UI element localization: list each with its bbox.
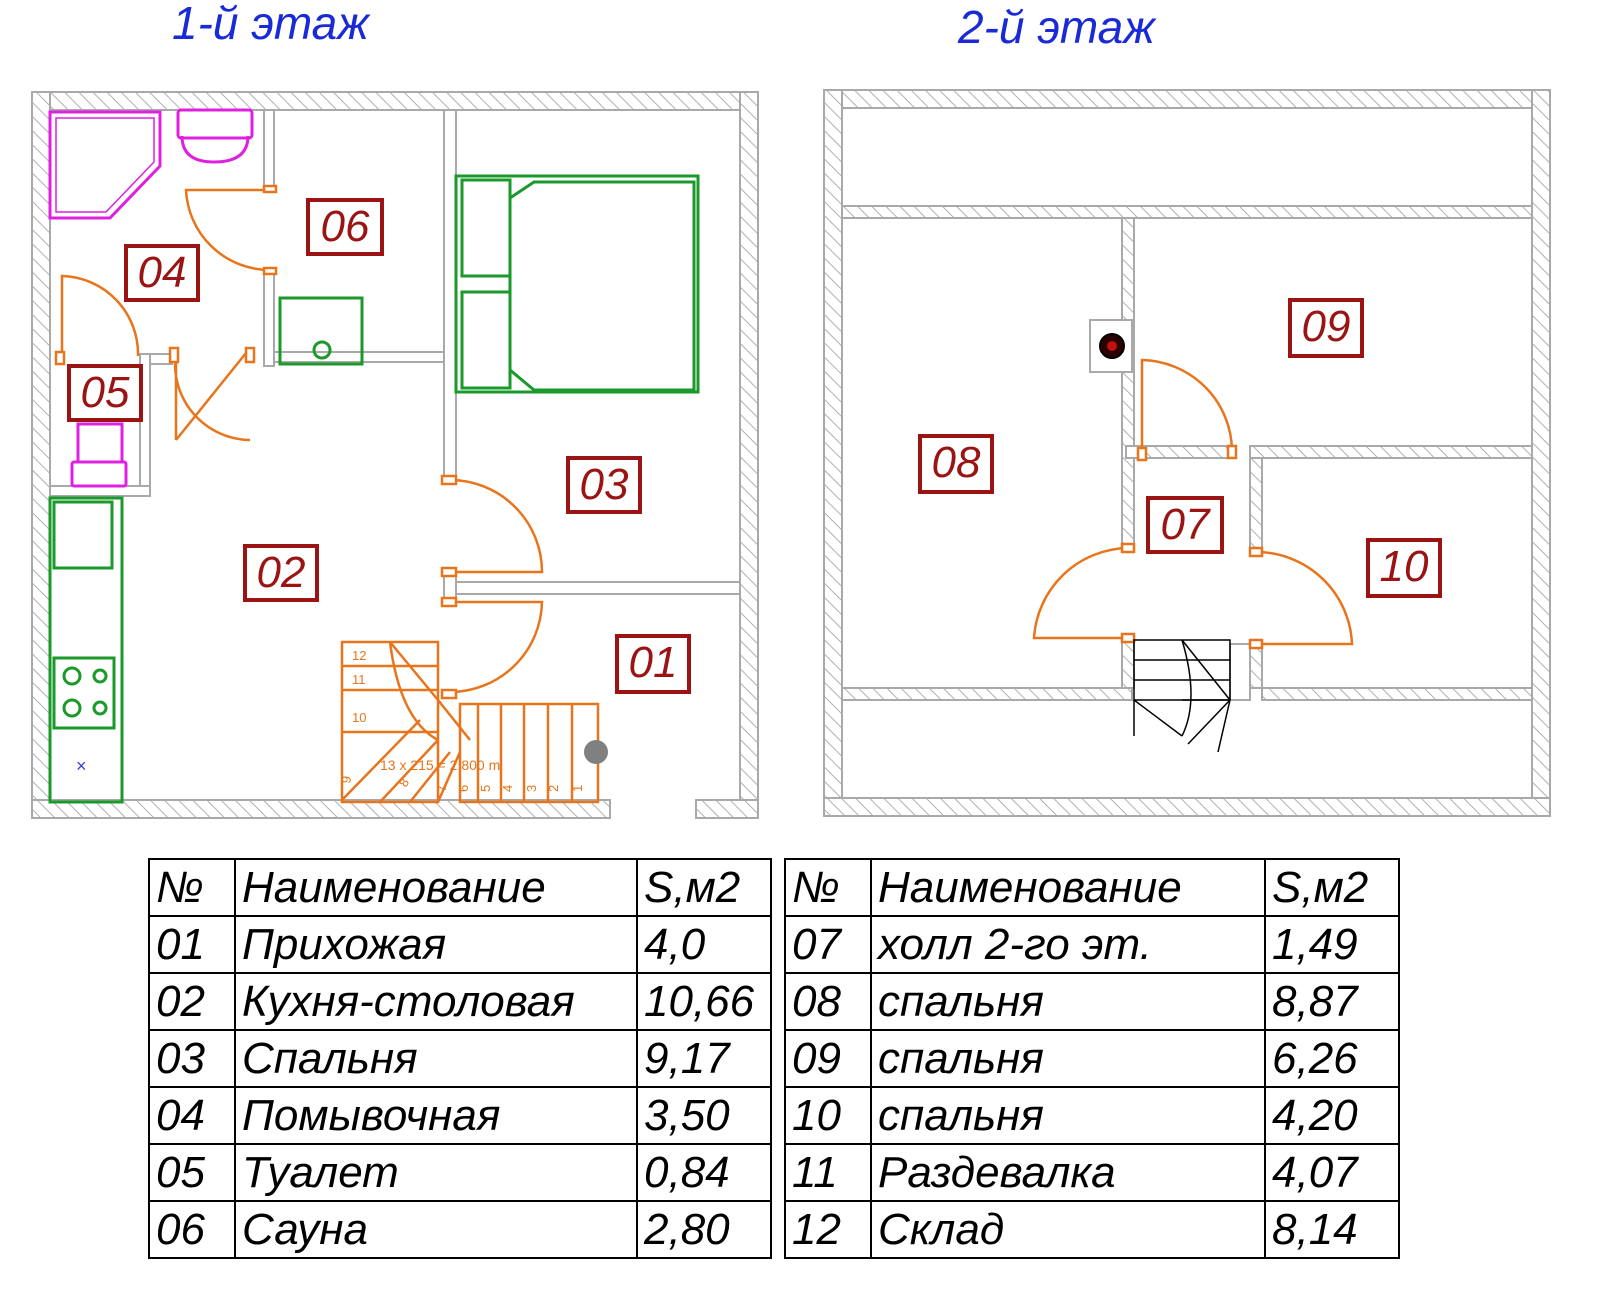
cell-area: 2,80 <box>636 1200 772 1259</box>
first-floor-plan: 1 2 3 4 5 6 7 8 9 10 11 12 13 x 215 = 2,… <box>31 91 759 819</box>
rooms-table-first-floor: № Наименование S,м2 01 Прихожая 4,0 02 К… <box>148 858 772 1259</box>
cell-no: 12 <box>784 1200 872 1259</box>
second-floor-outer-walls <box>823 89 1551 817</box>
cell-area: 0,84 <box>636 1143 772 1202</box>
stair-step: 10 <box>352 710 366 725</box>
cell-name: спальня <box>870 972 1266 1031</box>
staircase <box>340 640 600 804</box>
cell-no: 02 <box>148 972 236 1031</box>
room-tag-10: 10 <box>1366 538 1442 598</box>
newel-post-icon <box>584 740 608 764</box>
room-tag-06: 06 <box>306 198 384 256</box>
stair-step: 1 <box>570 785 585 792</box>
cell-no: 06 <box>148 1200 236 1259</box>
table-row: 04 Помывочная 3,50 <box>148 1086 772 1145</box>
second-floor-doors <box>1032 358 1354 650</box>
cell-area: 4,20 <box>1264 1086 1400 1145</box>
header-no: № <box>148 858 236 917</box>
double-bed <box>454 174 700 394</box>
cell-no: 03 <box>148 1029 236 1088</box>
stair-step: 7 <box>434 785 449 792</box>
cell-area: 8,14 <box>1264 1200 1400 1259</box>
table-row: 10 спальня 4,20 <box>784 1086 1400 1145</box>
cell-area: 10,66 <box>636 972 772 1031</box>
room-tag-09: 09 <box>1288 298 1364 358</box>
room-tag-03: 03 <box>566 456 642 514</box>
room-tag-08: 08 <box>918 434 994 494</box>
room-tag-05: 05 <box>67 364 143 422</box>
cell-no: 11 <box>784 1143 872 1202</box>
table-row: 12 Склад 8,14 <box>784 1200 1400 1259</box>
cell-no: 07 <box>784 915 872 974</box>
cell-name: холл 2-го эт. <box>870 915 1266 974</box>
cell-area: 1,49 <box>1264 915 1400 974</box>
sink-icon: × <box>76 756 87 776</box>
table-row: 11 Раздевалка 4,07 <box>784 1143 1400 1202</box>
kitchen-counter <box>48 496 124 804</box>
cell-area: 6,26 <box>1264 1029 1400 1088</box>
cell-no: 10 <box>784 1086 872 1145</box>
room-tag-02: 02 <box>243 544 319 602</box>
cell-name: спальня <box>870 1086 1266 1145</box>
stair-note: 13 x 215 = 2,800 m <box>380 757 500 773</box>
cell-name: Раздевалка <box>870 1143 1266 1202</box>
first-floor-title: 1-й этаж <box>172 0 369 49</box>
header-name: Наименование <box>234 858 638 917</box>
header-area: S,м2 <box>636 858 772 917</box>
stair-step: 6 <box>456 785 471 792</box>
stair-step: 12 <box>352 648 366 663</box>
cell-name: Склад <box>870 1200 1266 1259</box>
table-row: 08 спальня 8,87 <box>784 972 1400 1031</box>
stair-step: 11 <box>352 672 366 687</box>
stair-step: 4 <box>500 785 515 792</box>
room-tag-01: 01 <box>615 634 691 694</box>
second-floor-title: 2-й этаж <box>958 1 1155 53</box>
first-floor-outer-walls <box>31 91 759 819</box>
cell-no: 08 <box>784 972 872 1031</box>
table-row: 01 Прихожая 4,0 <box>148 915 772 974</box>
table-row: 02 Кухня-столовая 10,66 <box>148 972 772 1031</box>
table-row: 03 Спальня 9,17 <box>148 1029 772 1088</box>
cell-area: 9,17 <box>636 1029 772 1088</box>
stair-step: 3 <box>524 785 539 792</box>
cell-name: Сауна <box>234 1200 638 1259</box>
room-tag-07: 07 <box>1146 496 1224 554</box>
table-row: 09 спальня 6,26 <box>784 1029 1400 1088</box>
table-row: 05 Туалет 0,84 <box>148 1143 772 1202</box>
cell-name: Туалет <box>234 1143 638 1202</box>
cell-name: спальня <box>870 1029 1266 1088</box>
header-no: № <box>784 858 872 917</box>
header-area: S,м2 <box>1264 858 1400 917</box>
table-row: 07 холл 2-го эт. 1,49 <box>784 915 1400 974</box>
cell-area: 3,50 <box>636 1086 772 1145</box>
cell-area: 8,87 <box>1264 972 1400 1031</box>
cell-no: 04 <box>148 1086 236 1145</box>
header-name: Наименование <box>870 858 1266 917</box>
table-header-row: № Наименование S,м2 <box>784 858 1400 917</box>
table-row: 06 Сауна 2,80 <box>148 1200 772 1259</box>
furniture <box>48 174 700 804</box>
room-tag-04: 04 <box>124 244 200 302</box>
cell-no: 01 <box>148 915 236 974</box>
bath-fixtures <box>48 108 254 488</box>
rooms-table-second-floor: № Наименование S,м2 07 холл 2-го эт. 1,4… <box>784 858 1400 1259</box>
first-floor-doors <box>54 184 544 700</box>
table-header-row: № Наименование S,м2 <box>148 858 772 917</box>
cell-name: Спальня <box>234 1029 638 1088</box>
second-floor-plan <box>823 89 1551 817</box>
cell-name: Помывочная <box>234 1086 638 1145</box>
cell-name: Кухня-столовая <box>234 972 638 1031</box>
cell-no: 05 <box>148 1143 236 1202</box>
stair-step: 5 <box>478 785 493 792</box>
sauna-stove <box>278 296 364 366</box>
cell-no: 09 <box>784 1029 872 1088</box>
cell-area: 4,07 <box>1264 1143 1400 1202</box>
second-floor-stair <box>1133 639 1231 753</box>
stair-step: 9 <box>338 775 354 785</box>
stair-step: 2 <box>546 785 561 792</box>
cell-area: 4,0 <box>636 915 772 974</box>
cell-name: Прихожая <box>234 915 638 974</box>
